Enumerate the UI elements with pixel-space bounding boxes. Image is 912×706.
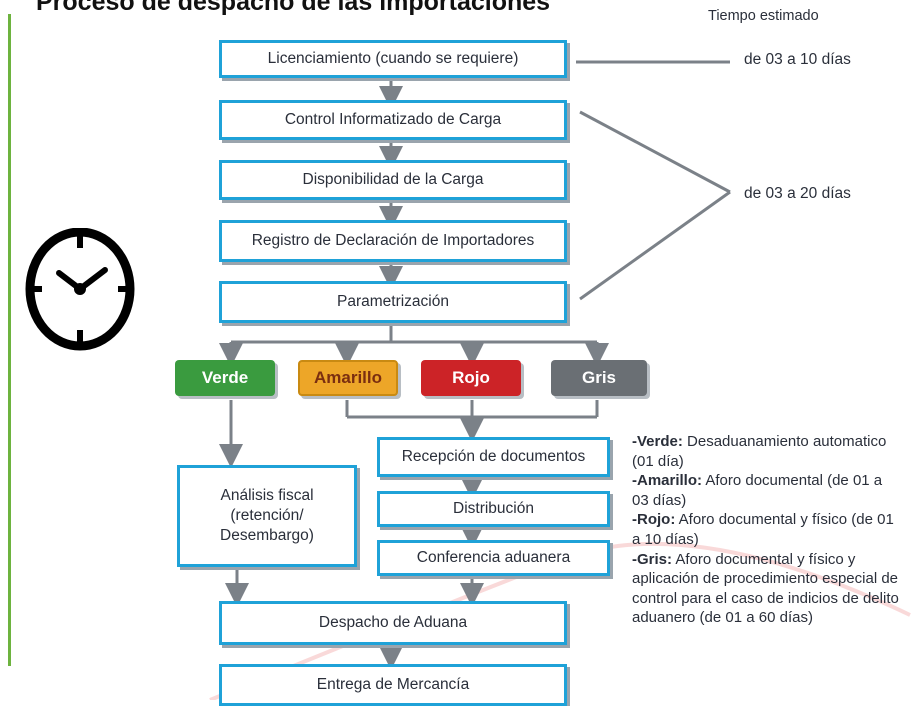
legend-entry-rojo: -Rojo: Aforo documental y físico (de 01 … (632, 510, 902, 549)
step-entrega: Entrega de Mercancía (219, 664, 567, 706)
step-despacho: Despacho de Aduana (219, 601, 567, 645)
step-label: Entrega de Mercancía (316, 675, 470, 693)
step-label-line1: Análisis fiscal (220, 486, 314, 504)
legend-text: Aforo documental y físico (de 01 a 10 dí… (632, 511, 894, 548)
channel-label: Amarillo (313, 368, 383, 387)
step-conferencia: Conferencia aduanera (377, 540, 610, 576)
legend-key: -Rojo: (632, 511, 676, 529)
channel-label: Gris (581, 368, 617, 387)
time-range-licensing: de 03 a 10 días (744, 51, 851, 68)
step-parametrizacion: Parametrización (219, 281, 567, 323)
step-label: Licenciamiento (cuando se requiere) (267, 49, 519, 67)
legend-text: Aforo documental (de 01 a 03 días) (632, 472, 883, 509)
page-title: Proceso de despacho de las importaciones (36, 0, 551, 16)
time-range-group: de 03 a 20 días (744, 185, 851, 202)
channel-rojo: Rojo (421, 360, 521, 396)
channel-label: Verde (201, 368, 249, 387)
step-label-line2: (retención/ (230, 506, 304, 524)
step-licenciamiento: Licenciamiento (cuando se requiere) (219, 40, 567, 78)
step-distribucion: Distribución (377, 491, 610, 527)
legend-key: -Verde: (632, 433, 683, 450)
step-control: Control Informatizado de Carga (219, 100, 567, 140)
channel-verde: Verde (175, 360, 275, 396)
step-label: Distribución (453, 499, 534, 517)
step-label: Parametrización (337, 292, 449, 310)
step-label: Conferencia aduanera (416, 548, 571, 566)
channel-gris: Gris (551, 360, 647, 396)
step-label: Disponibilidad de la Carga (302, 170, 484, 188)
step-disponibilidad: Disponibilidad de la Carga (219, 160, 567, 200)
step-recepcion: Recepción de documentos (377, 437, 610, 477)
step-analisis-fiscal: Análisis fiscal (retención/ Desembargo) (177, 465, 357, 567)
step-label: Control Informatizado de Carga (284, 110, 502, 128)
legend-key: -Gris: (632, 550, 673, 568)
step-label: Recepción de documentos (401, 447, 586, 465)
legend-text: Desaduanamiento automatico (01 día) (632, 433, 887, 470)
legend-entry-gris: -Gris: Aforo documental y físico y aplic… (632, 550, 902, 628)
step-label: Despacho de Aduana (318, 613, 468, 631)
channel-legend: -Verde: Desaduanamiento automatico (01 d… (632, 432, 902, 628)
step-label: Registro de Declaración de Importadores (251, 231, 535, 249)
accent-bar (8, 14, 11, 666)
channel-label: Rojo (452, 368, 490, 387)
time-header: Tiempo estimado (708, 8, 819, 24)
step-registro: Registro de Declaración de Importadores (219, 220, 567, 262)
step-label-line3: Desembargo) (220, 527, 314, 545)
legend-entry-amarillo: -Amarillo: Aforo documental (de 01 a 03 … (632, 471, 902, 510)
legend-entry-verde: -Verde: Desaduanamiento automatico (01 d… (632, 432, 902, 471)
legend-text: Aforo documental y físico y aplicación d… (632, 550, 899, 627)
clock-icon (25, 228, 135, 351)
channel-amarillo: Amarillo (298, 360, 398, 396)
legend-key: -Amarillo: (632, 472, 703, 490)
